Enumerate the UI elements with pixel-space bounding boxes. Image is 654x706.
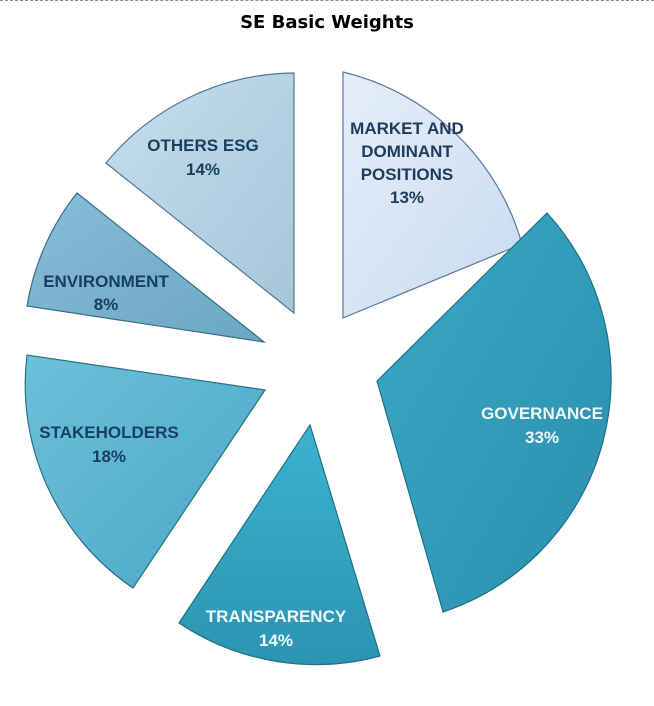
slice-value: 8%: [94, 295, 119, 314]
slice-environment[interactable]: ENVIRONMENT 8%: [26, 192, 267, 343]
slice-transparency[interactable]: TRANSPARENCY 14%: [178, 423, 381, 666]
slice-label: OTHERS ESG: [147, 136, 258, 155]
slice-value: 18%: [92, 447, 126, 466]
slice-label: STAKEHOLDERS: [39, 423, 178, 442]
slice-governance[interactable]: GOVERNANCE 33%: [376, 212, 612, 613]
slice-others-esg[interactable]: OTHERS ESG 14%: [105, 72, 295, 315]
slice-label: GOVERNANCE: [481, 404, 603, 423]
slice-label: DOMINANT: [361, 142, 453, 161]
slice-label: ENVIRONMENT: [43, 272, 169, 291]
slice-value: 13%: [390, 188, 424, 207]
slice-label: POSITIONS: [361, 165, 454, 184]
top-border: [0, 0, 654, 2]
chart-title: SE Basic Weights: [240, 12, 414, 33]
slice-value: 33%: [525, 428, 559, 447]
slice-stakeholders[interactable]: STAKEHOLDERS 18%: [24, 354, 267, 589]
slice-value: 14%: [259, 631, 293, 650]
slice-label: MARKET AND: [350, 119, 464, 138]
slice-label: TRANSPARENCY: [206, 607, 347, 626]
slice-market-dominant-positions[interactable]: MARKET AND DOMINANT POSITIONS 13%: [342, 71, 523, 319]
slice-value: 14%: [186, 160, 220, 179]
